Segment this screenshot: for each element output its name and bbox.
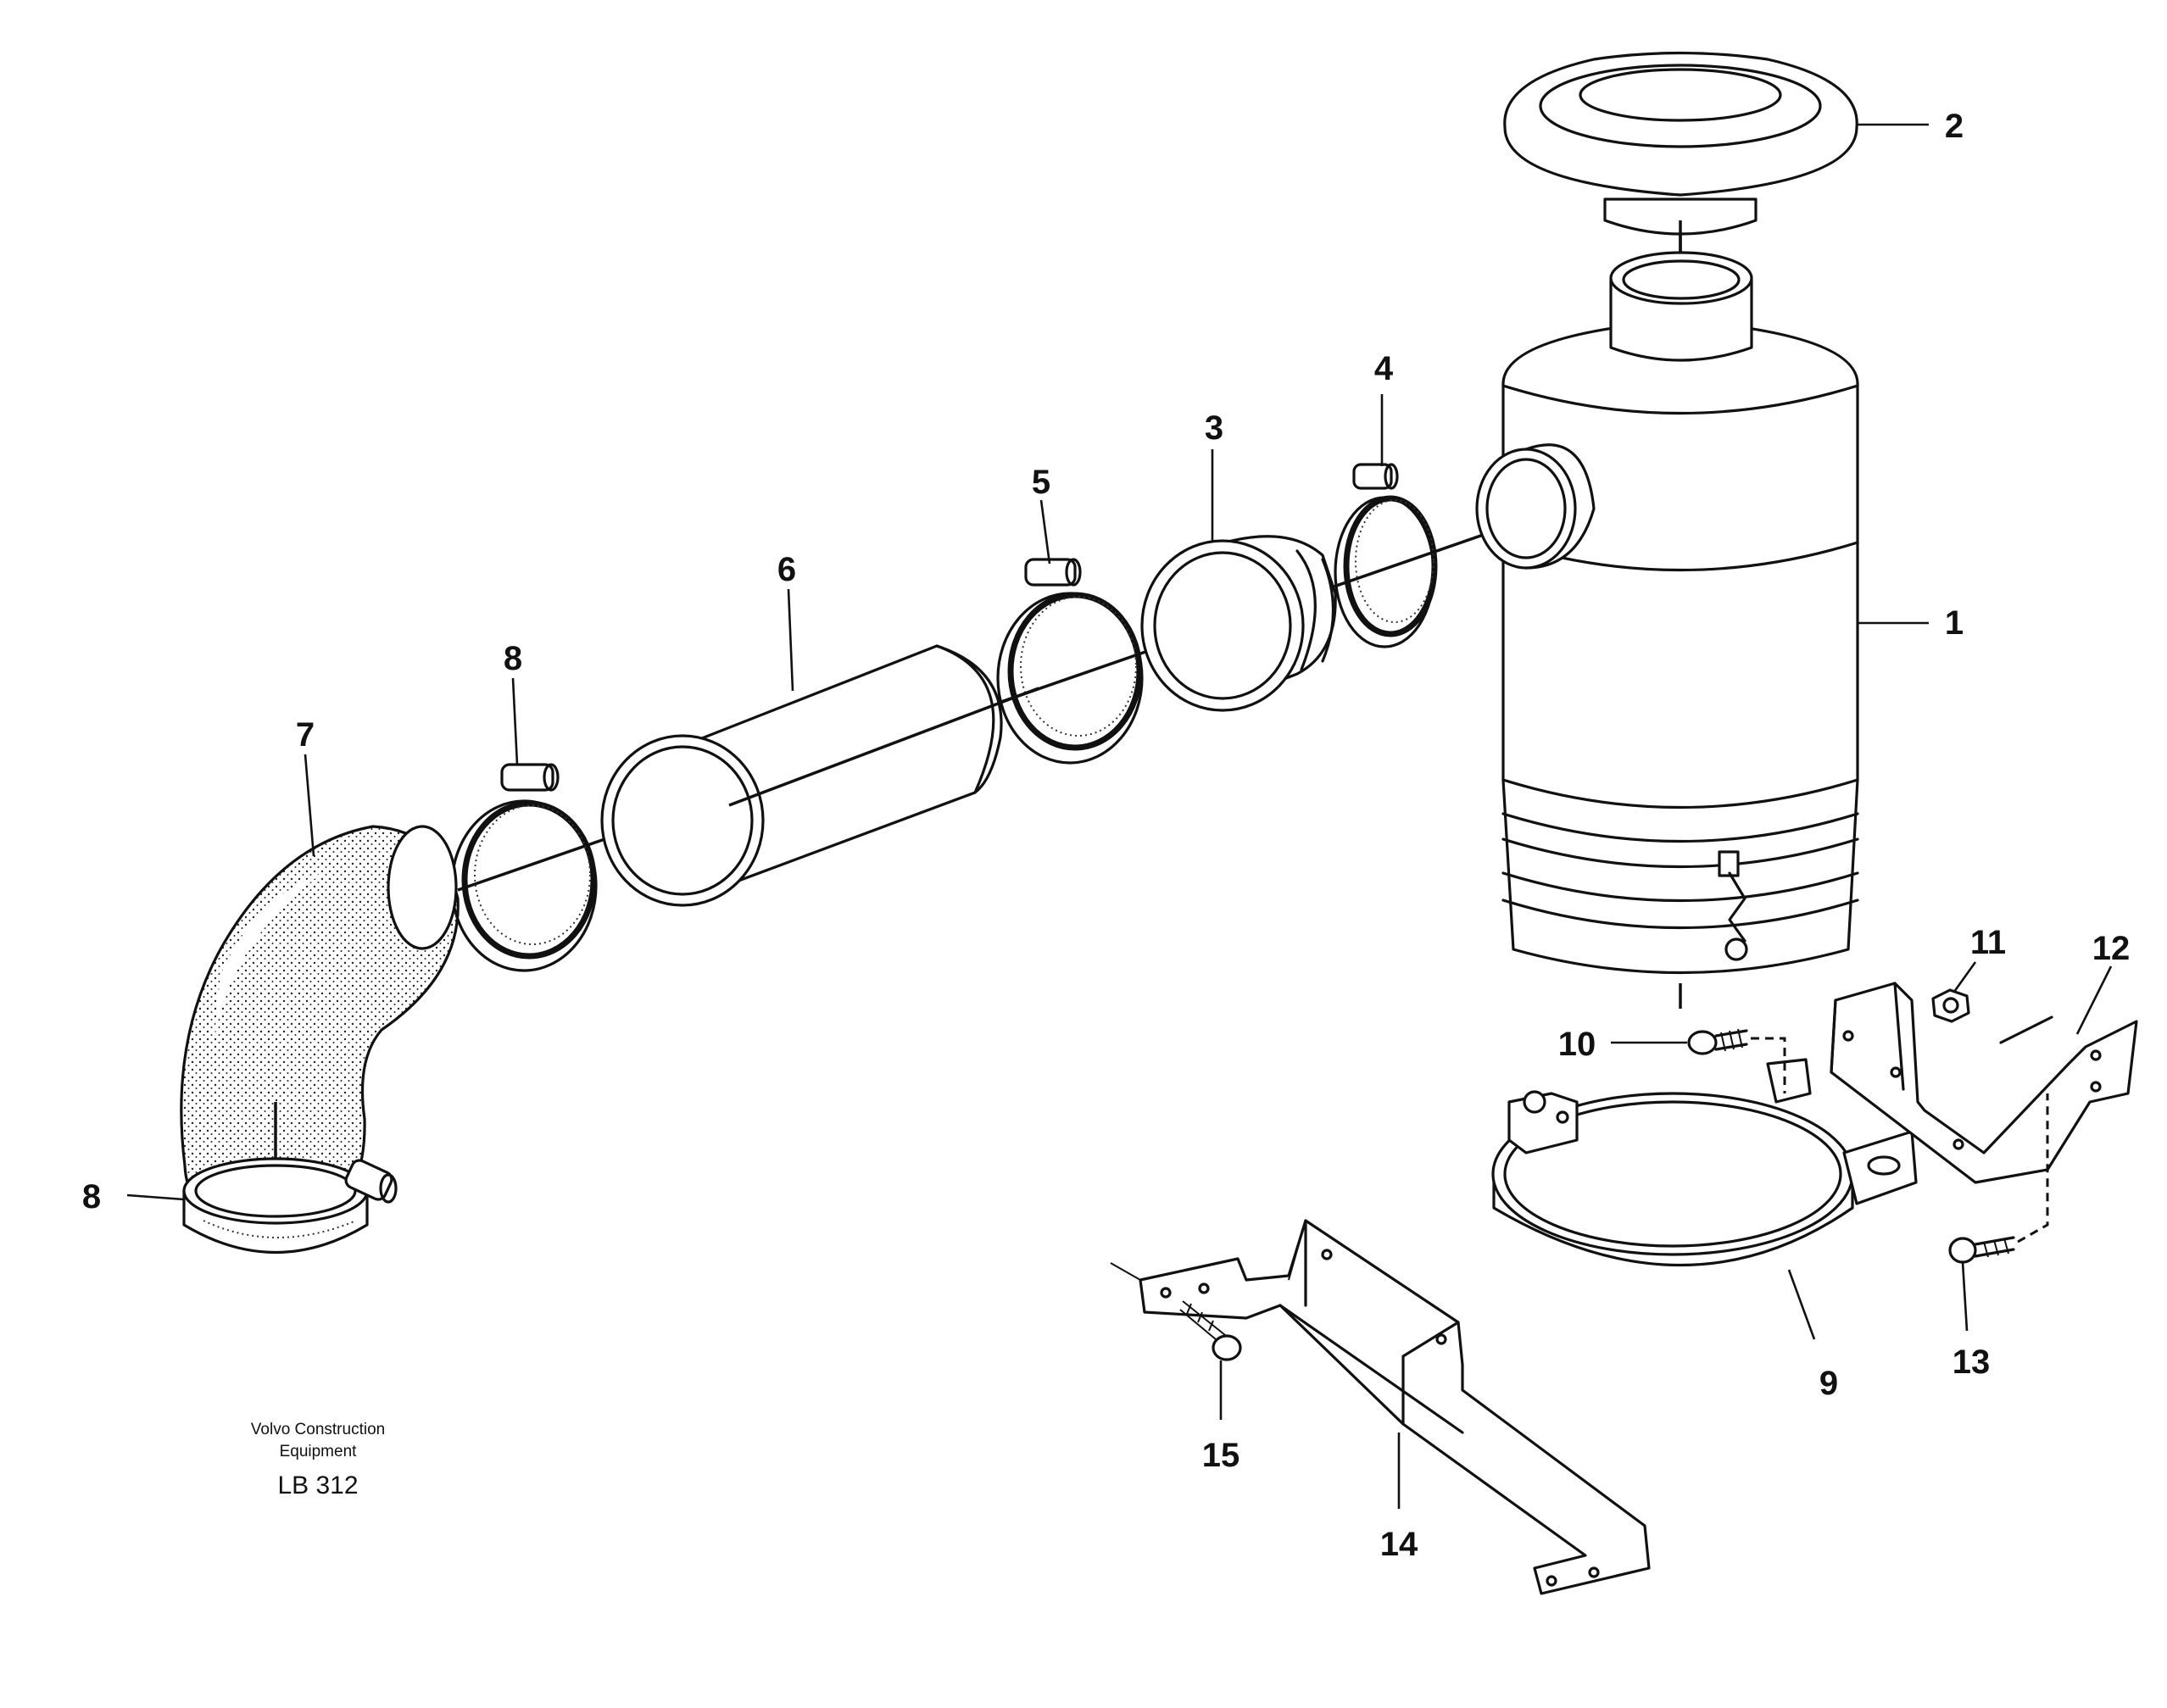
rain-cap	[1503, 51, 1858, 254]
part-label-9: 9	[1819, 1365, 1838, 1402]
hose-clamp-8-upper	[450, 763, 598, 972]
strap-clamp	[1491, 1058, 1918, 1267]
hose-clamp-4	[1334, 463, 1438, 648]
part-number-labels: 2 1 3 4 5 6 8 7 8 10 11 12 9 13 15 14	[82, 108, 2130, 1563]
part-label-11: 11	[1970, 924, 2006, 961]
hose-clamp-5	[996, 558, 1144, 765]
part-label-2: 2	[1945, 108, 1964, 145]
credit-block: Volvo Construction Equipment LB 312	[251, 1421, 385, 1499]
intake-pipe	[600, 644, 1039, 907]
part-label-4: 4	[1374, 350, 1394, 387]
part-label-8-lower: 8	[82, 1178, 101, 1216]
leader-lines	[126, 123, 2113, 1509]
part-label-8-upper: 8	[504, 640, 522, 677]
part-label-14: 14	[1380, 1526, 1418, 1563]
drawing-code: LB 312	[277, 1472, 358, 1499]
part-label-5: 5	[1032, 464, 1050, 501]
credit-line-2: Equipment	[280, 1443, 358, 1460]
nut	[1931, 988, 1970, 1023]
part-label-3: 3	[1205, 409, 1223, 447]
part-label-13: 13	[1953, 1344, 1991, 1381]
part-label-15: 15	[1202, 1437, 1240, 1474]
elbow-hose	[180, 825, 460, 1227]
part-label-10: 10	[1558, 1026, 1596, 1063]
screw-15	[1179, 1300, 1242, 1361]
part-label-6: 6	[777, 551, 796, 588]
part-label-1: 1	[1945, 604, 1964, 642]
part-label-7: 7	[296, 716, 315, 754]
air-cleaner-housing	[1475, 251, 1859, 975]
bracket-12	[1830, 982, 2138, 1184]
support-bracket	[1110, 1219, 1651, 1595]
screw-10	[1687, 1028, 1786, 1093]
credit-line-1: Volvo Construction	[251, 1421, 385, 1438]
hose-clamp-8-lower	[182, 1157, 398, 1255]
part-label-12: 12	[2092, 930, 2131, 967]
reducer-hose	[1140, 535, 1337, 712]
